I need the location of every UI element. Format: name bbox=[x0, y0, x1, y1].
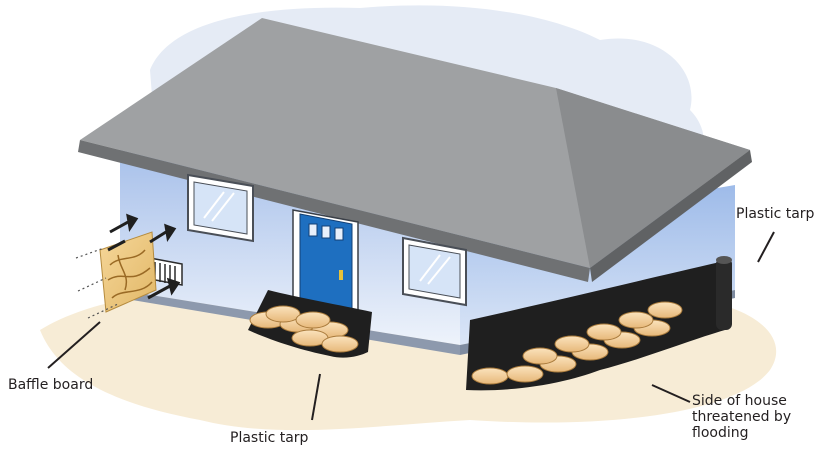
label-side-line-3: flooding bbox=[692, 425, 791, 441]
label-side-of-house: Side of house threatened by flooding bbox=[692, 393, 791, 441]
label-plastic-tarp-right: Plastic tarp bbox=[736, 206, 814, 222]
label-plastic-tarp-front: Plastic tarp bbox=[230, 430, 308, 446]
window-left bbox=[188, 175, 253, 241]
label-baffle-board: Baffle board bbox=[8, 377, 93, 393]
label-side-line-2: threatened by bbox=[692, 409, 791, 425]
window-right bbox=[403, 238, 466, 305]
label-side-line-1: Side of house bbox=[692, 393, 791, 409]
callout-line-tarp-right bbox=[758, 232, 774, 262]
